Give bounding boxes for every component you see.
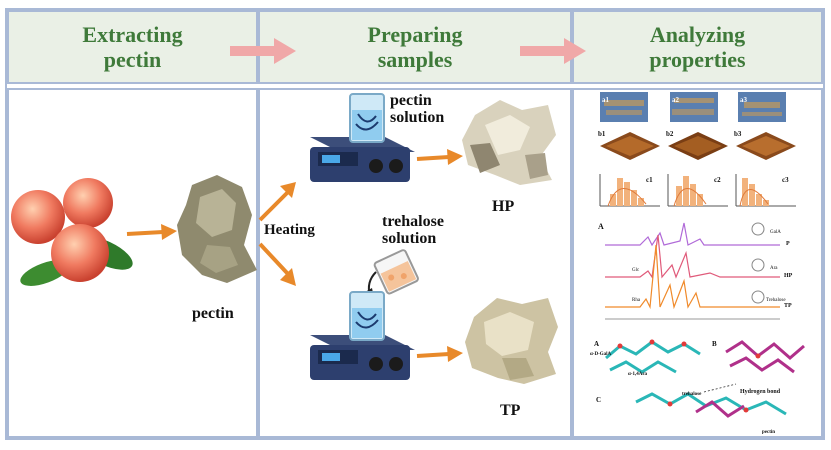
md-label-pectin: pectin bbox=[762, 430, 776, 435]
nmr-legend-ara: Ara bbox=[770, 266, 778, 271]
label-trehalose-solution: trehalose solution bbox=[382, 213, 444, 247]
hist-tag-c3: c3 bbox=[782, 176, 789, 184]
orange-arrow-peach bbox=[126, 224, 177, 240]
nmr-legend-rha: Rha bbox=[632, 298, 641, 303]
tp-sample-image bbox=[465, 298, 558, 384]
nmr-legend-glc: Glc bbox=[632, 268, 640, 273]
md-label-trehalose: trehalose bbox=[682, 392, 702, 397]
nmr-legend-trehalose: Trehalose bbox=[766, 298, 786, 303]
label-hp: HP bbox=[492, 198, 515, 215]
header-analyzing: Analyzing properties bbox=[572, 10, 823, 84]
afm-3d-b3 bbox=[736, 132, 796, 160]
afm-3d-b2 bbox=[668, 132, 728, 160]
label-heating: Heating bbox=[264, 222, 315, 238]
afm-2d-a1 bbox=[600, 92, 648, 122]
afm-tag-b1: b1 bbox=[598, 130, 606, 138]
md-label-gala: α-D-GalA bbox=[590, 352, 612, 357]
label-pectin: pectin bbox=[192, 305, 234, 322]
afm-tag-b3: b3 bbox=[734, 130, 742, 138]
nmr-legend-gala: GalA bbox=[770, 230, 781, 235]
label-tp: TP bbox=[500, 402, 521, 419]
orange-split-arrows bbox=[258, 182, 296, 286]
nmr-series-hp: HP bbox=[784, 273, 793, 279]
pectin-powder-image bbox=[177, 175, 257, 283]
nmr-series-p: P bbox=[786, 241, 790, 247]
label-pectin-solution: pectin solution bbox=[390, 92, 445, 126]
header-preparing-text: Preparing samples bbox=[367, 22, 463, 72]
hist-tag-c2: c2 bbox=[714, 176, 721, 184]
afm-tag-a3: a3 bbox=[740, 96, 747, 104]
hotplate-1-image bbox=[310, 93, 415, 182]
outer-frame bbox=[5, 8, 825, 440]
orange-arrow-hp bbox=[416, 149, 463, 165]
hp-sample-image bbox=[462, 100, 556, 185]
hist-c1 bbox=[599, 174, 660, 207]
afm-tag-a1: a1 bbox=[602, 96, 609, 104]
pink-arrow-2 bbox=[520, 38, 586, 64]
nmr-tag: A bbox=[598, 222, 604, 231]
header-extracting-text: Extracting pectin bbox=[82, 22, 183, 72]
afm-3d-b1 bbox=[600, 132, 660, 160]
nmr-spectra bbox=[605, 222, 780, 320]
md-structures bbox=[605, 339, 805, 418]
hotplate-2-image bbox=[310, 291, 415, 380]
pink-arrow-1 bbox=[230, 38, 296, 64]
md-label-hbond: Hydrogen bond bbox=[740, 389, 781, 395]
md-tag-c: C bbox=[596, 396, 602, 404]
hist-c3 bbox=[735, 174, 796, 207]
hist-c2 bbox=[667, 174, 728, 207]
afm-tag-b2: b2 bbox=[666, 130, 674, 138]
hist-tag-c1: c1 bbox=[646, 176, 653, 184]
peaches-image bbox=[11, 178, 133, 286]
afm-tag-a2: a2 bbox=[672, 96, 679, 104]
nmr-series-tp: TP bbox=[784, 303, 792, 309]
md-label-ara: α-1,4Ara bbox=[628, 372, 648, 377]
md-tag-b: B bbox=[712, 340, 717, 348]
orange-arrow-tp bbox=[416, 346, 463, 362]
header-extracting: Extracting pectin bbox=[7, 10, 258, 84]
header-preparing: Preparing samples bbox=[258, 10, 572, 84]
md-tag-a: A bbox=[594, 340, 600, 348]
afm-2d-a3 bbox=[738, 92, 786, 122]
header-analyzing-text: Analyzing properties bbox=[649, 22, 746, 72]
afm-2d-a2 bbox=[670, 92, 718, 122]
